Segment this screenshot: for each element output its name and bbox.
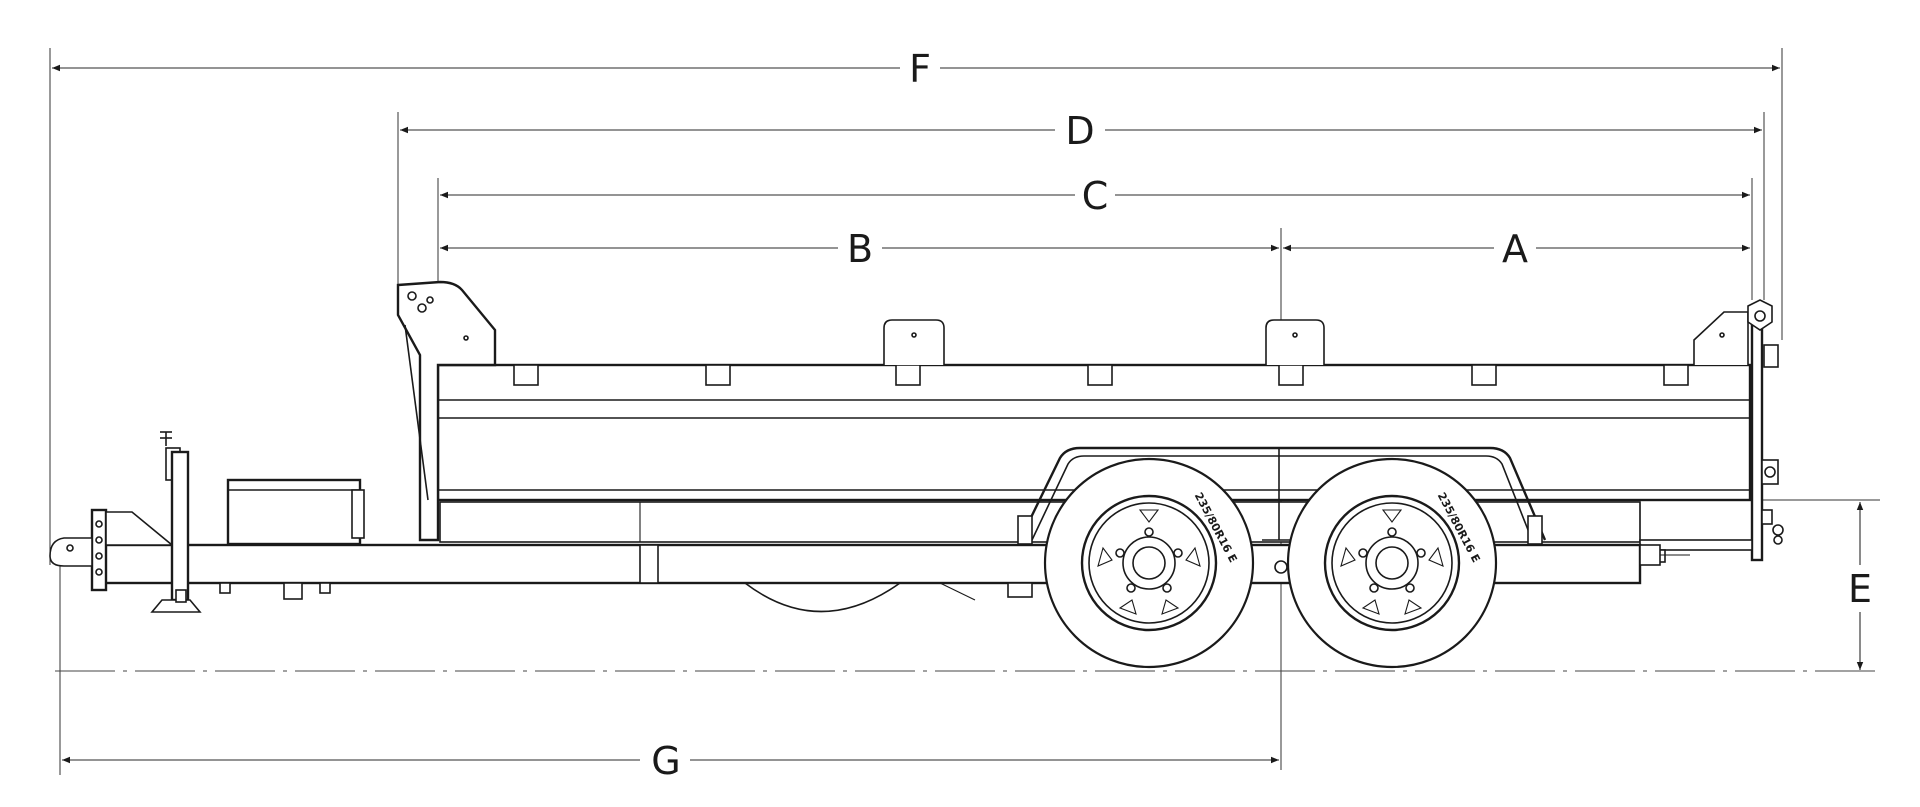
wheel-rear: 235/80R16 E bbox=[1286, 457, 1498, 669]
fenders bbox=[1017, 446, 1547, 545]
dimension-c-label: C bbox=[1082, 174, 1109, 218]
stake-pockets bbox=[513, 364, 1689, 386]
dimension-lines: F D C B A G bbox=[49, 47, 1880, 783]
dimension-e: E bbox=[1760, 499, 1880, 670]
dimension-f: F bbox=[52, 47, 1780, 91]
dimension-f-label: F bbox=[909, 47, 931, 91]
tongue-jack bbox=[150, 431, 202, 613]
dimension-g: G bbox=[62, 739, 1279, 783]
wheel-front: 235/80R16 E bbox=[1043, 457, 1255, 669]
dimension-d: D bbox=[400, 109, 1762, 153]
dimension-c: C bbox=[440, 174, 1750, 218]
dimension-b-label: B bbox=[847, 227, 873, 271]
dimension-a: A bbox=[1283, 227, 1750, 271]
tool-box bbox=[219, 478, 365, 600]
coupler bbox=[49, 508, 175, 592]
tie-down-tabs bbox=[883, 311, 1749, 365]
trailer: 235/80R16 E 235/80R16 E bbox=[49, 280, 1784, 669]
dimension-d-label: D bbox=[1065, 109, 1094, 153]
dimension-a-label: A bbox=[1502, 227, 1528, 271]
front-headboard bbox=[396, 280, 497, 542]
dimension-b: B bbox=[440, 227, 1279, 271]
rear-gate bbox=[1639, 299, 1784, 563]
dimension-e-label: E bbox=[1848, 567, 1872, 611]
dimension-g-label: G bbox=[651, 739, 680, 783]
